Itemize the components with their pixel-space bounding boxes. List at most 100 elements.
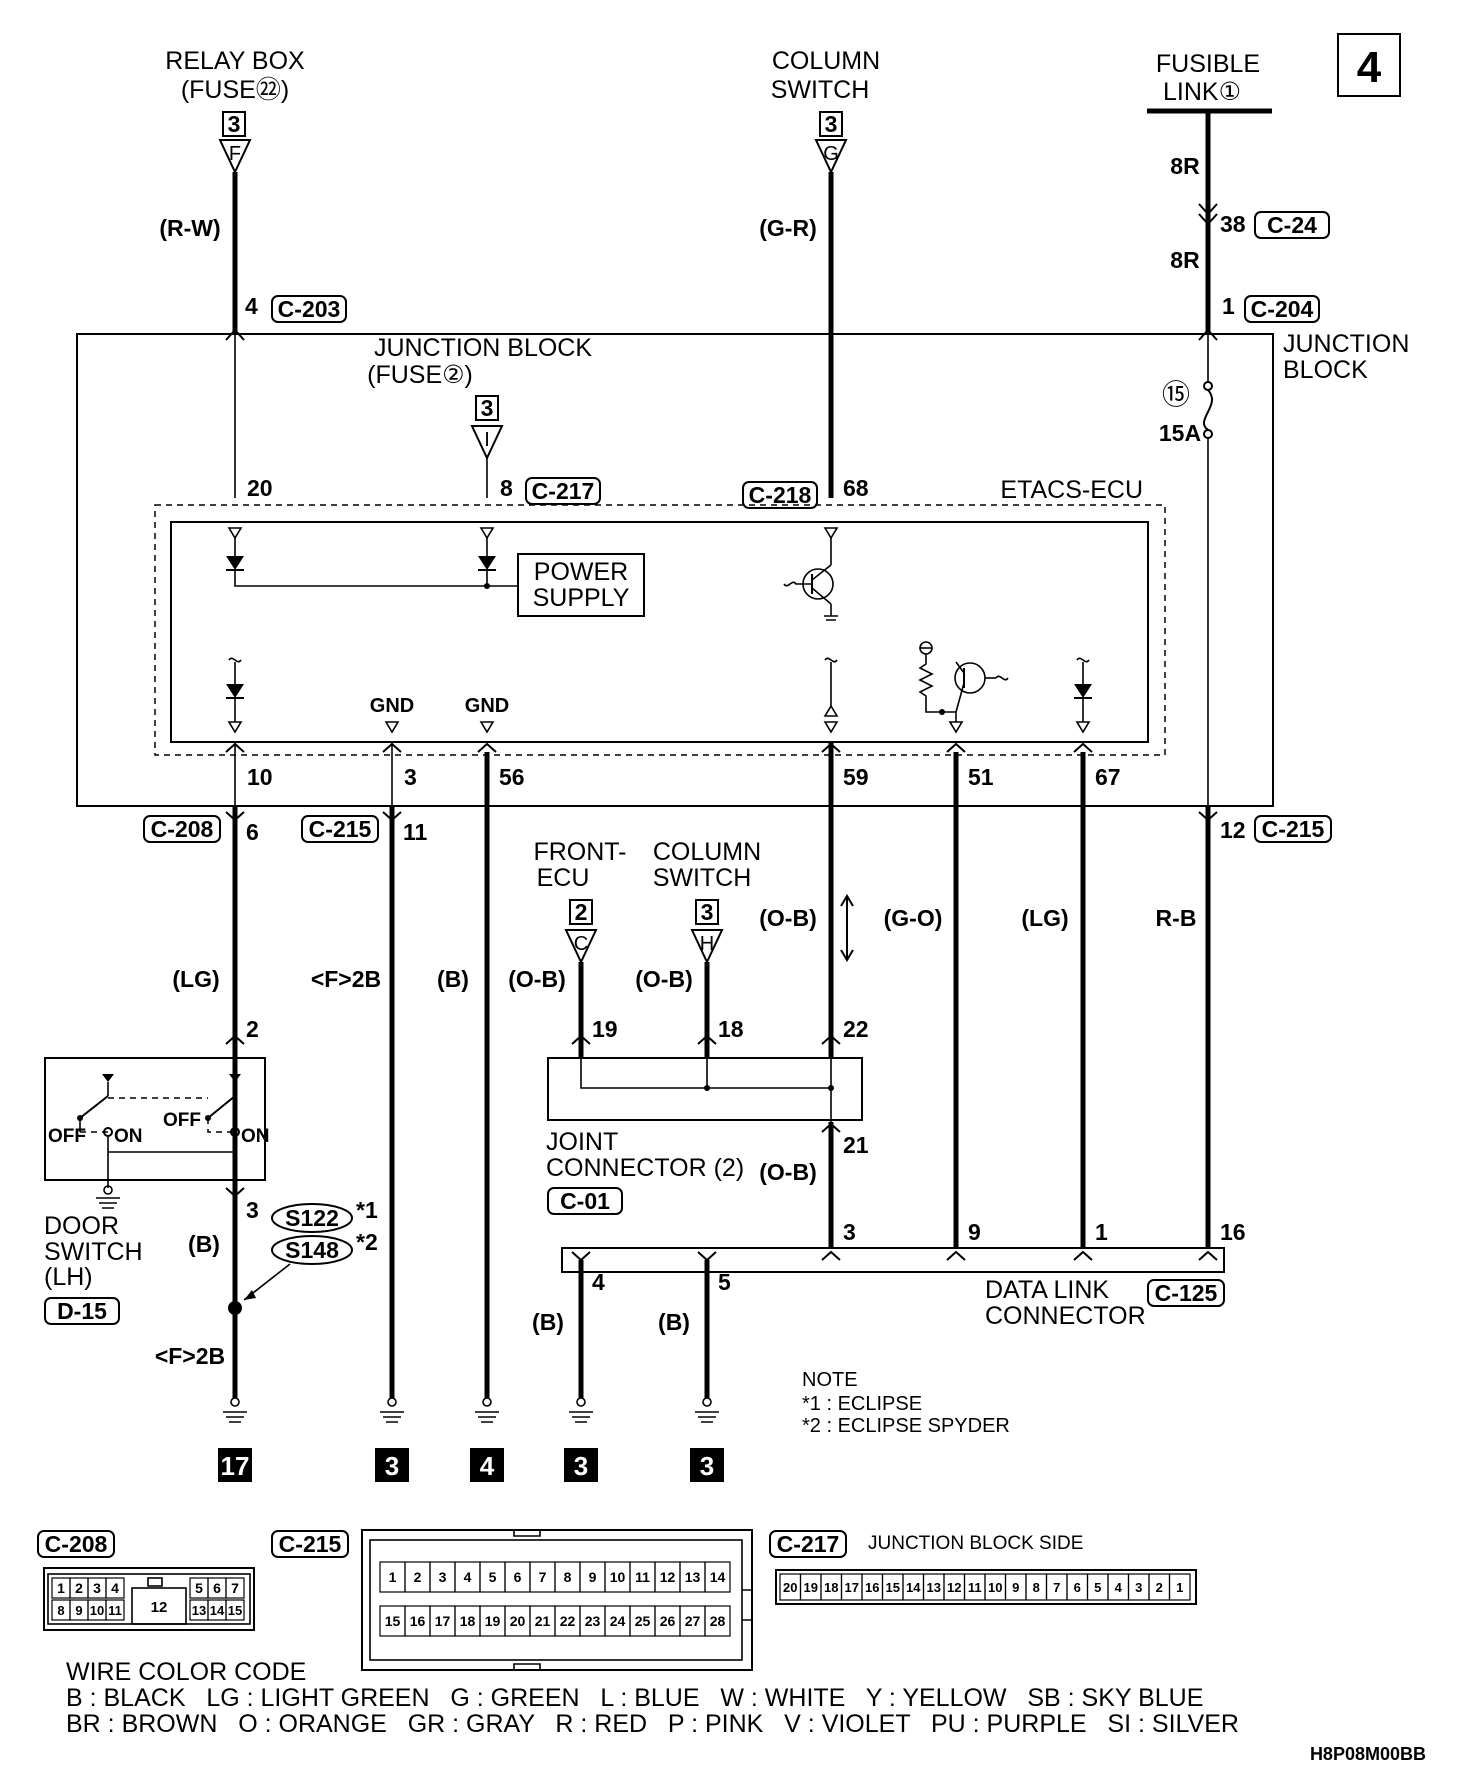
splice-point [228, 1301, 242, 1315]
connector-c01-badge [547, 1187, 623, 1215]
fuse-15-terminal [1203, 429, 1213, 439]
wire-color-b4: (B) [532, 1309, 564, 1335]
c217-pin-label: 1 [1176, 1580, 1183, 1595]
pin-10: 10 [247, 764, 273, 790]
door-switch-box [44, 1057, 266, 1181]
door-switch-label-1: DOOR [44, 1212, 119, 1240]
fuse-number: ⑮ [1162, 379, 1190, 410]
etacs-ecu-outline [154, 504, 1166, 756]
door-switch-contact-icon [207, 1095, 236, 1119]
ground-terminal [576, 1397, 586, 1407]
ground-icon [380, 1411, 404, 1423]
image-code: H8P08M00BB [1310, 1744, 1426, 1764]
c215-top-pin-label: 12 [660, 1569, 676, 1585]
jb-fuse-connector-icon [470, 425, 504, 461]
c215-top-pin-label: 3 [439, 1569, 447, 1585]
ground-icon [569, 1411, 593, 1423]
wire-color-gr-top: (G-R) [759, 215, 816, 241]
wire-color-8r-2: 8R [1170, 247, 1200, 273]
break-mark [995, 675, 1009, 681]
c215-bottom-pin-label: 22 [560, 1613, 576, 1629]
c215-bottom-pin-label: 26 [660, 1613, 676, 1629]
c215-top-cell [704, 1561, 731, 1593]
c208-top-pin-label: 7 [231, 1580, 239, 1596]
relay-box-pin-num: 3 [228, 111, 241, 137]
ground-icon [475, 1411, 499, 1423]
column-switch-top-pin-num: 3 [825, 111, 838, 137]
junction-block-side-label: JUNCTION BLOCK SIDE [868, 1533, 1083, 1554]
connector-c215a-badge [301, 815, 379, 843]
c208-bottom-pin-label: 14 [210, 1603, 225, 1618]
door-switch-ground-icon [96, 1197, 120, 1209]
transistor-lead [811, 564, 832, 581]
wire-color-b-mid: (B) [437, 966, 469, 992]
connector-view-c217: C-217 [777, 1531, 840, 1557]
c215-bottom-pin-label: 24 [610, 1613, 626, 1629]
pin-8: 8 [500, 475, 513, 501]
pin-arrow-icon [823, 721, 839, 734]
pin-19: 19 [592, 1016, 618, 1042]
connector-c203: C-203 [278, 296, 341, 322]
note-title: NOTE [802, 1369, 858, 1391]
c208-bottom-pin-label: 15 [228, 1603, 242, 1618]
ground-icon [695, 1411, 719, 1423]
connector-c218: C-218 [749, 482, 812, 508]
c215-top-pin-label: 14 [710, 1569, 726, 1585]
splice-s122 [271, 1203, 353, 1233]
c208-bottom-pin-label: 10 [90, 1603, 104, 1618]
column-switch-top-label-1: COLUMN [772, 47, 880, 75]
wire-color-f2b-2: <F>2B [155, 1343, 225, 1369]
connector-c218-badge [742, 481, 818, 509]
c208-top-pin-label: 1 [57, 1580, 65, 1596]
joint-connector-label-2: CONNECTOR (2) [546, 1154, 744, 1182]
c215-top-pin-label: 6 [514, 1569, 522, 1585]
connector-mark [382, 811, 402, 822]
splice-s148-mark: *2 [356, 1229, 378, 1255]
transistor-input [783, 581, 812, 587]
junction-dot [939, 709, 945, 715]
c215-top-pin-label: 11 [635, 1569, 650, 1585]
jb-fuse-pin-num: 3 [481, 395, 494, 421]
pin-22: 22 [843, 1016, 869, 1042]
c217-pin-label: 6 [1074, 1580, 1081, 1595]
c217-pin-label: 17 [845, 1580, 859, 1595]
connector-mark [1198, 811, 1218, 822]
connector-mark [1073, 1250, 1093, 1261]
pin-18: 18 [718, 1016, 744, 1042]
relay-box-pin-box [222, 111, 246, 137]
pin-51: 51 [968, 764, 994, 790]
c217-pin-label: 16 [865, 1580, 879, 1595]
page-number: 4 [1357, 43, 1382, 92]
ground-badge-3c [690, 1448, 724, 1482]
c208-latch [147, 1577, 163, 1587]
junction-dot [828, 1085, 834, 1091]
wire-color-rb: R-B [1156, 905, 1197, 931]
c215-bottom-pin-label: 23 [585, 1613, 601, 1629]
c208-top-pin-label: 4 [111, 1580, 119, 1596]
connector-c203-badge [271, 295, 347, 323]
c217-pin-label: 11 [968, 1580, 982, 1595]
door-switch-on-2: ON [241, 1126, 270, 1147]
joint-connector-label-1: JOINT [546, 1128, 618, 1156]
connector-view-c217-badge [769, 1530, 847, 1558]
etacs-ecu-inner [170, 521, 1149, 743]
ground-3b: 3 [574, 1451, 588, 1481]
c208-center-cell [131, 1587, 187, 1625]
connector-view-c215: C-215 [279, 1531, 342, 1557]
column-switch-low-pin-box [695, 899, 719, 925]
connector-c215b: C-215 [1262, 816, 1325, 842]
transistor-lead [955, 661, 965, 674]
column-switch-low-label-2: SWITCH [653, 864, 752, 892]
pin-5-dlc: 5 [718, 1269, 731, 1295]
connector-mark [821, 1034, 841, 1045]
gnd-label-3: GND [370, 695, 414, 717]
ground-badge-3b [564, 1448, 598, 1482]
pin-56: 56 [499, 764, 525, 790]
pin-6: 6 [246, 819, 259, 845]
ground-symbols [223, 1397, 719, 1423]
connector-view-c217-body [775, 1569, 1197, 1605]
junction-block-box [76, 333, 1274, 807]
column-switch-top-label-2: SWITCH [771, 76, 870, 104]
